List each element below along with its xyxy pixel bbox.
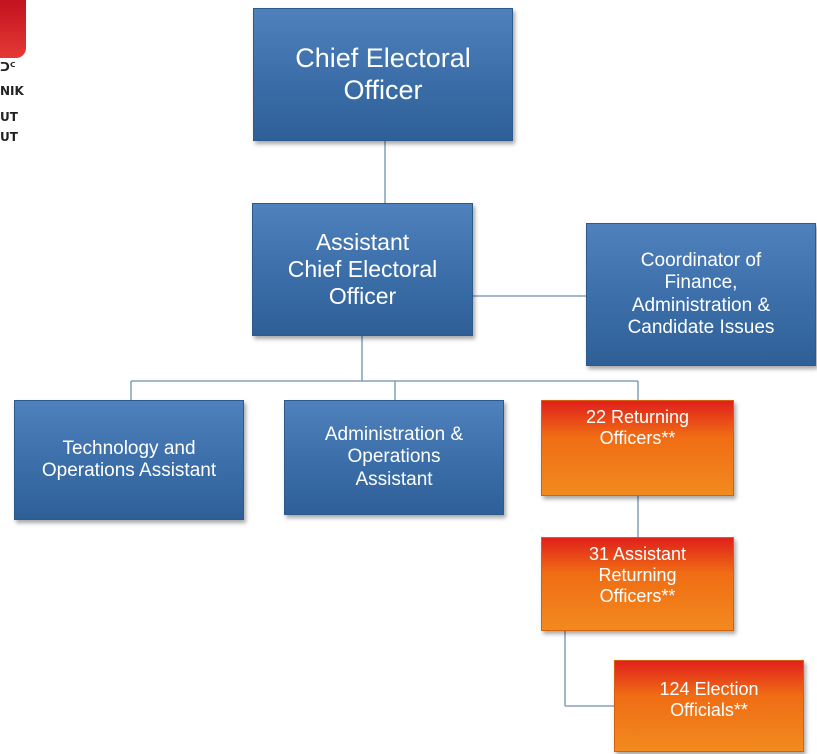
logo-mark-icon (0, 0, 26, 58)
logo-text-syllabics: ᑐᑦ (0, 60, 16, 74)
chief-electoral-officer-box: Chief Electoral Officer (253, 8, 513, 141)
returning-officers-box: 22 Returning Officers** (541, 400, 734, 496)
logo-text-line-3: UT (0, 110, 18, 124)
organization-logo: ᑐᑦ NIK UT UT (0, 0, 40, 160)
logo-text-line-2: NIK (0, 84, 24, 98)
assistant-returning-officers-box: 31 Assistant Returning Officers** (541, 537, 734, 631)
assistant-chief-electoral-officer-box: Assistant Chief Electoral Officer (252, 203, 473, 336)
administration-operations-assistant-box: Administration & Operations Assistant (284, 400, 504, 515)
logo-text-line-4: UT (0, 130, 18, 144)
coordinator-box: Coordinator of Finance, Administration &… (586, 223, 816, 366)
election-officials-box: 124 Election Officials** (614, 660, 804, 752)
technology-operations-assistant-box: Technology and Operations Assistant (14, 400, 244, 520)
